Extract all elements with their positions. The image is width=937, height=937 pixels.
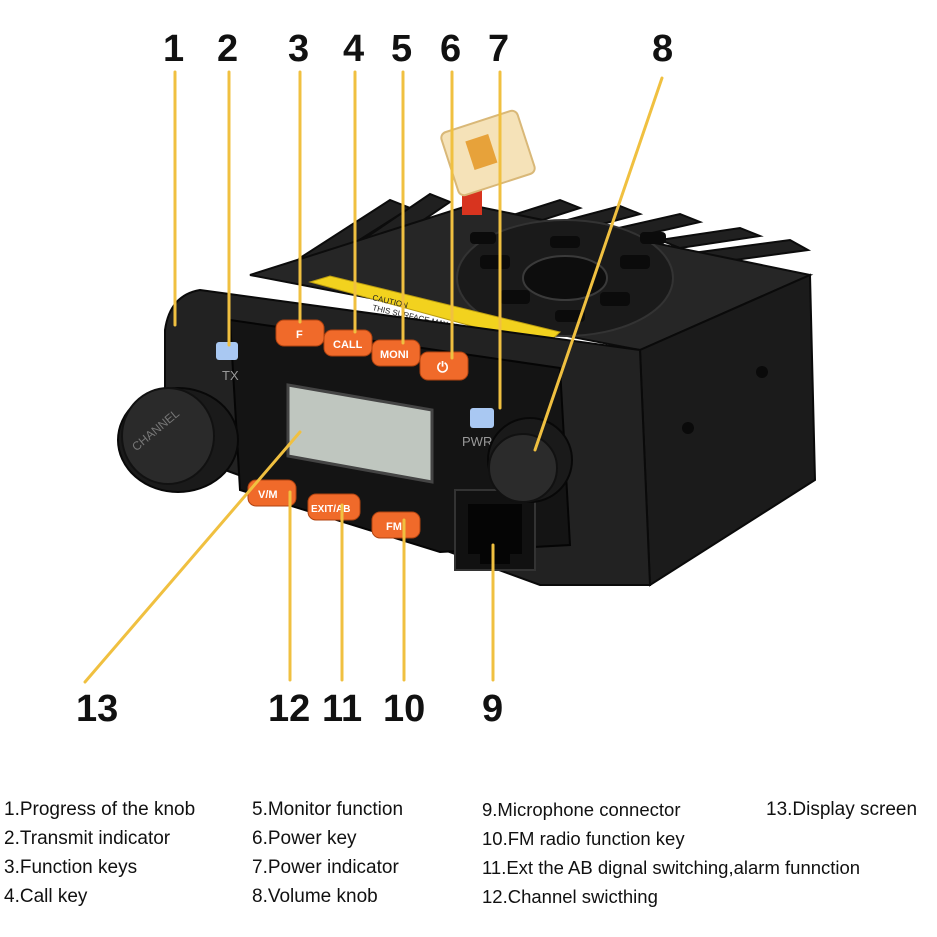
callout-4: 4 <box>343 28 365 70</box>
call-key-label: CALL <box>333 339 363 351</box>
function-key[interactable]: F <box>275 319 325 347</box>
legend-item: 13.Display screen <box>766 799 918 820</box>
keypad: F CALL MONI ⏻ V/M EXIT/AB <box>247 319 469 539</box>
power-connector <box>440 109 536 215</box>
legend-column-4: 13.Display screen <box>766 795 917 824</box>
callout-12: 12 <box>268 688 311 730</box>
call-key[interactable]: CALL <box>323 329 373 357</box>
power-indicator <box>470 408 494 428</box>
legend-column-1: 1.Progress of the knob 2.Transmit indica… <box>4 795 195 911</box>
callout-2: 2 <box>217 28 239 70</box>
power-key[interactable]: ⏻ <box>419 351 469 381</box>
callout-1: 1 <box>163 28 185 70</box>
callout-6: 6 <box>440 28 462 70</box>
legend-item: 1.Progress of the knob <box>4 799 196 820</box>
monitor-key[interactable]: MONI <box>371 339 421 367</box>
callout-5: 5 <box>391 28 413 70</box>
monitor-key-label: MONI <box>380 349 409 361</box>
screw-hole <box>682 422 694 434</box>
legend-item: 11.Ext the AB dignal switching,alarm fun… <box>482 857 861 878</box>
tx-label: TX <box>222 368 239 383</box>
legend-item: 10.FM radio function key <box>482 828 685 849</box>
leader-lines <box>83 70 664 684</box>
function-key-label: F <box>296 329 303 341</box>
legend-column-2: 5.Monitor function 6.Power key 7.Power i… <box>252 795 403 911</box>
radio-illustration: CAUTION THIS SURFACE MAY BE HOT TX PWR <box>83 70 817 684</box>
fm-key[interactable]: FM <box>371 511 421 539</box>
fan-grille <box>456 219 674 337</box>
fm-key-label: FM <box>386 521 402 533</box>
legend-item: 7.Power indicator <box>252 857 399 878</box>
callout-11: 11 <box>322 688 363 730</box>
callout-10: 10 <box>383 688 426 730</box>
leader-13 <box>83 430 302 684</box>
callout-8: 8 <box>652 28 674 70</box>
volume-knob[interactable] <box>487 417 573 503</box>
legend-column-3: 9.Microphone connector 10.FM radio funct… <box>482 795 860 911</box>
legend-item: 12.Channel swicthing <box>482 886 658 907</box>
vm-key-label: V/M <box>258 489 278 501</box>
legend-item: 6.Power key <box>252 828 357 849</box>
legend-item: 5.Monitor function <box>252 799 404 820</box>
callout-13: 13 <box>76 688 119 730</box>
legend-item: 3.Function keys <box>4 857 138 878</box>
exit-ab-key-label: EXIT/AB <box>311 504 350 515</box>
power-key-icon: ⏻ <box>437 359 448 375</box>
transmit-indicator <box>216 342 238 360</box>
legend-item: 8.Volume knob <box>252 886 378 907</box>
pwr-label: PWR <box>462 434 492 449</box>
microphone-connector <box>454 489 536 571</box>
vm-key[interactable]: V/M <box>247 479 297 507</box>
screw-hole <box>756 366 768 378</box>
exit-ab-key[interactable]: EXIT/AB <box>307 493 361 521</box>
callout-9: 9 <box>482 688 504 730</box>
leader-8 <box>533 76 664 452</box>
channel-knob[interactable]: CHANNEL <box>117 387 239 493</box>
callout-3: 3 <box>288 28 310 70</box>
legend-item: 2.Transmit indicator <box>4 828 171 849</box>
legend-item: 4.Call key <box>4 886 88 907</box>
callout-7: 7 <box>488 28 510 70</box>
legend-item: 9.Microphone connector <box>482 799 681 820</box>
display-screen <box>286 383 434 484</box>
